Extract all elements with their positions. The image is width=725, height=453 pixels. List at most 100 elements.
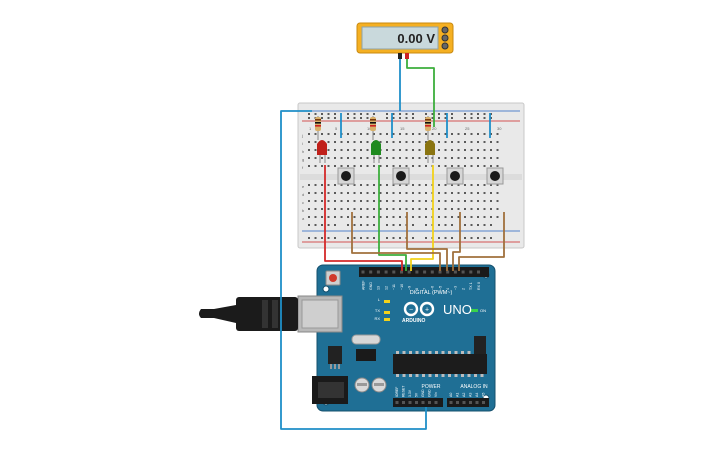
breadboard-hole[interactable] [360,149,362,151]
probe-wire-red[interactable] [406,59,435,127]
breadboard-hole[interactable] [373,208,375,210]
rail-hole[interactable] [327,117,330,119]
breadboard-hole[interactable] [490,133,492,135]
digital-pin[interactable] [384,270,388,274]
breadboard-hole[interactable] [477,149,479,151]
breadboard-hole[interactable] [347,184,349,186]
breadboard-hole[interactable] [470,192,473,194]
rail-hole[interactable] [314,237,317,239]
breadboard-hole[interactable] [314,200,317,202]
resistor[interactable] [370,116,376,140]
rail-hole[interactable] [399,224,401,226]
breadboard-hole[interactable] [347,192,349,194]
rail-hole[interactable] [386,113,388,115]
breadboard-hole[interactable] [457,200,460,202]
breadboard-hole[interactable] [490,165,492,167]
power-pin[interactable] [408,401,412,404]
breadboard-hole[interactable] [327,165,330,167]
rail-hole[interactable] [347,113,349,115]
rail-hole[interactable] [438,237,440,239]
breadboard-hole[interactable] [386,184,388,186]
rail-hole[interactable] [353,117,356,119]
breadboard-hole[interactable] [490,216,492,218]
breadboard-hole[interactable] [327,184,330,186]
breadboard-hole[interactable] [379,216,382,218]
breadboard-hole[interactable] [425,208,427,210]
rail-hole[interactable] [451,113,453,115]
resistor[interactable] [425,116,431,140]
breadboard-hole[interactable] [438,165,440,167]
rail-hole[interactable] [464,224,466,226]
breadboard-hole[interactable] [451,165,453,167]
breadboard-hole[interactable] [483,165,486,167]
multimeter-terminal[interactable] [441,42,449,50]
rail-hole[interactable] [347,117,349,119]
breadboard-hole[interactable] [405,157,408,159]
breadboard-hole[interactable] [366,133,369,135]
breadboard-hole[interactable] [464,216,466,218]
breadboard-hole[interactable] [412,157,414,159]
breadboard-hole[interactable] [470,141,473,143]
breadboard-hole[interactable] [321,133,323,135]
breadboard-hole[interactable] [360,157,362,159]
usb-cable[interactable] [199,297,298,331]
breadboard-hole[interactable] [399,141,401,143]
rail-hole[interactable] [425,224,427,226]
breadboard-hole[interactable] [483,200,486,202]
breadboard-hole[interactable] [451,216,453,218]
breadboard-hole[interactable] [490,184,492,186]
rail-hole[interactable] [444,113,447,115]
breadboard-hole[interactable] [418,184,421,186]
breadboard-hole[interactable] [347,208,349,210]
rail-hole[interactable] [470,117,473,119]
breadboard-hole[interactable] [490,141,492,143]
breadboard-hole[interactable] [464,149,466,151]
breadboard-hole[interactable] [457,216,460,218]
rail-hole[interactable] [353,224,356,226]
breadboard-hole[interactable] [418,133,421,135]
breadboard-hole[interactable] [321,157,323,159]
breadboard-hole[interactable] [483,208,486,210]
multimeter-terminal[interactable] [441,26,449,34]
rail-hole[interactable] [405,117,408,119]
breadboard-hole[interactable] [347,200,349,202]
breadboard-hole[interactable] [490,192,492,194]
breadboard-hole[interactable] [321,208,323,210]
breadboard-hole[interactable] [321,184,323,186]
rail-hole[interactable] [327,113,330,115]
digital-pin[interactable] [369,270,373,274]
breadboard-hole[interactable] [444,208,447,210]
breadboard-hole[interactable] [379,192,382,194]
rail-hole[interactable] [314,224,317,226]
digital-pin[interactable] [423,270,427,274]
breadboard-hole[interactable] [399,208,401,210]
breadboard-hole[interactable] [334,157,336,159]
reset-button[interactable] [325,270,341,286]
breadboard-hole[interactable] [418,157,421,159]
led-wire-yellow[interactable] [410,165,434,271]
arduino-uno-board[interactable]: DIGITAL (PWM~) UNO ARDUINO ON TX RX L PO… [199,264,496,412]
rail-hole[interactable] [373,224,375,226]
breadboard-hole[interactable] [425,133,427,135]
breadboard-hole[interactable] [477,141,479,143]
push-button[interactable] [486,167,504,185]
rail-hole[interactable] [321,237,323,239]
breadboard-hole[interactable] [496,149,499,151]
breadboard-hole[interactable] [399,149,401,151]
breadboard-hole[interactable] [373,184,375,186]
breadboard-hole[interactable] [386,208,388,210]
button-wire[interactable] [351,212,441,271]
breadboard-hole[interactable] [477,133,479,135]
breadboard-hole[interactable] [412,184,414,186]
breadboard-hole[interactable] [314,184,317,186]
analog-pin[interactable] [475,401,479,404]
breadboard-hole[interactable] [477,165,479,167]
digital-pin[interactable] [438,270,442,274]
breadboard-hole[interactable] [392,192,395,194]
rail-hole[interactable] [308,237,310,239]
button-wire[interactable] [406,212,448,271]
breadboard-hole[interactable] [438,216,440,218]
breadboard-hole[interactable] [347,165,349,167]
breadboard-hole[interactable] [412,192,414,194]
rail-hole[interactable] [483,224,486,226]
